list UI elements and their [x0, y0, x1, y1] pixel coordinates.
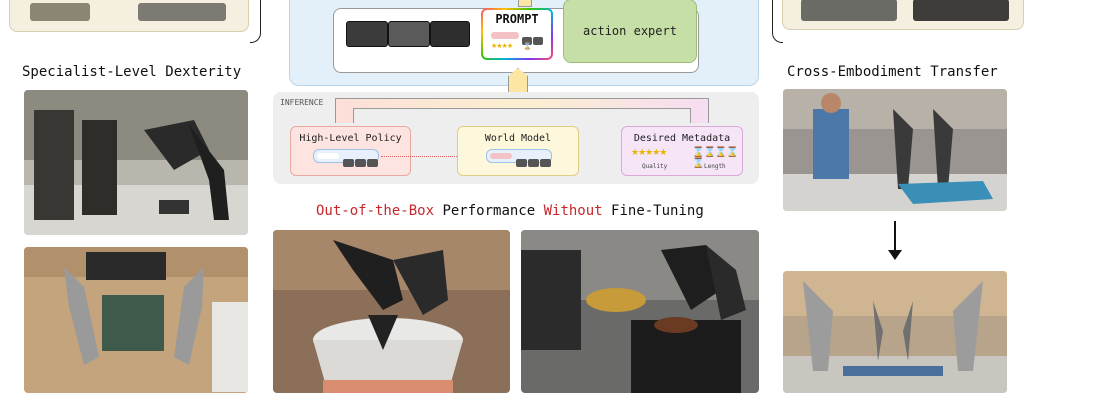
- desired-metadata-node: Desired Metadata ★★★★★ ⌛⌛⌛⌛⌛ Quality Len…: [621, 126, 743, 176]
- heading-fine-tuning: Fine-Tuning: [602, 203, 704, 219]
- top-left-panel: [9, 0, 249, 32]
- length-label: Length: [704, 163, 726, 170]
- photo-espresso-robot: [24, 90, 248, 235]
- arrow-down-head: [888, 250, 902, 260]
- heading-out-of-the-box: Out-of-the-Box: [316, 203, 435, 219]
- quality-label: Quality: [642, 163, 668, 170]
- top-left-bracket: [250, 0, 261, 43]
- video-frames-stack: [346, 19, 470, 47]
- hourglass-icon: ⌛⌛⌛⌛⌛: [692, 147, 739, 169]
- top-right-thumbnail-2: [913, 0, 1009, 21]
- top-left-thumbnails: [30, 3, 90, 21]
- prompt-label: PROMPT: [495, 12, 539, 26]
- out-of-box-heading: Out-of-the-Box Performance Without Fine-…: [316, 203, 704, 219]
- top-right-panel: [782, 0, 1024, 30]
- world-model-label: World Model: [484, 133, 552, 144]
- inference-panel: INFERENCE High-Level Policy World Model …: [273, 92, 759, 184]
- model-panel-top-connector: [518, 0, 532, 7]
- heading-performance: Performance: [434, 203, 544, 219]
- prompt-thumbnails: [521, 30, 545, 45]
- high-level-policy-node: High-Level Policy: [290, 126, 411, 176]
- action-expert-box: action expert: [563, 0, 697, 63]
- top-left-thumbnails-2: [138, 3, 226, 21]
- prompt-box: PROMPT ★★★★ ⌛: [481, 8, 553, 60]
- specialist-dexterity-heading: Specialist-Level Dexterity: [22, 64, 242, 80]
- top-right-bracket: [772, 0, 783, 43]
- policy-output-pill: [313, 149, 379, 167]
- prompt-stars: ★★★★: [491, 42, 513, 50]
- desired-metadata-label: Desired Metadata: [633, 133, 731, 144]
- prompt-text-pill: [491, 32, 519, 39]
- world-model-output-pill: [486, 149, 552, 167]
- prompt-hourglass-icon: ⌛: [523, 42, 532, 50]
- cross-embodiment-heading: Cross-Embodiment Transfer: [787, 64, 998, 80]
- photo-human-teleop: [783, 89, 1007, 211]
- heading-without: Without: [543, 203, 603, 219]
- policy-to-world-model-arrow: [381, 156, 481, 157]
- model-inference-connector: [508, 68, 528, 95]
- top-right-thumbnail-1: [801, 0, 897, 21]
- model-panel: PROMPT ★★★★ ⌛ action expert: [289, 0, 759, 86]
- inference-connector-inner: [353, 108, 691, 123]
- world-model-node: World Model: [457, 126, 579, 176]
- model-inner-box: PROMPT ★★★★ ⌛ action expert: [333, 0, 699, 73]
- high-level-policy-label: High-Level Policy: [299, 133, 402, 144]
- star-icon: ★★★★★: [631, 148, 667, 158]
- arrow-down-icon: [894, 221, 896, 253]
- action-expert-label: action expert: [583, 24, 677, 38]
- inference-label: INFERENCE: [280, 98, 324, 107]
- photo-toaster-robot: [521, 230, 759, 393]
- photo-folding-shirt: [24, 247, 248, 393]
- photo-trash-bag-robot: [273, 230, 510, 393]
- photo-multi-arm-robots: [783, 271, 1007, 393]
